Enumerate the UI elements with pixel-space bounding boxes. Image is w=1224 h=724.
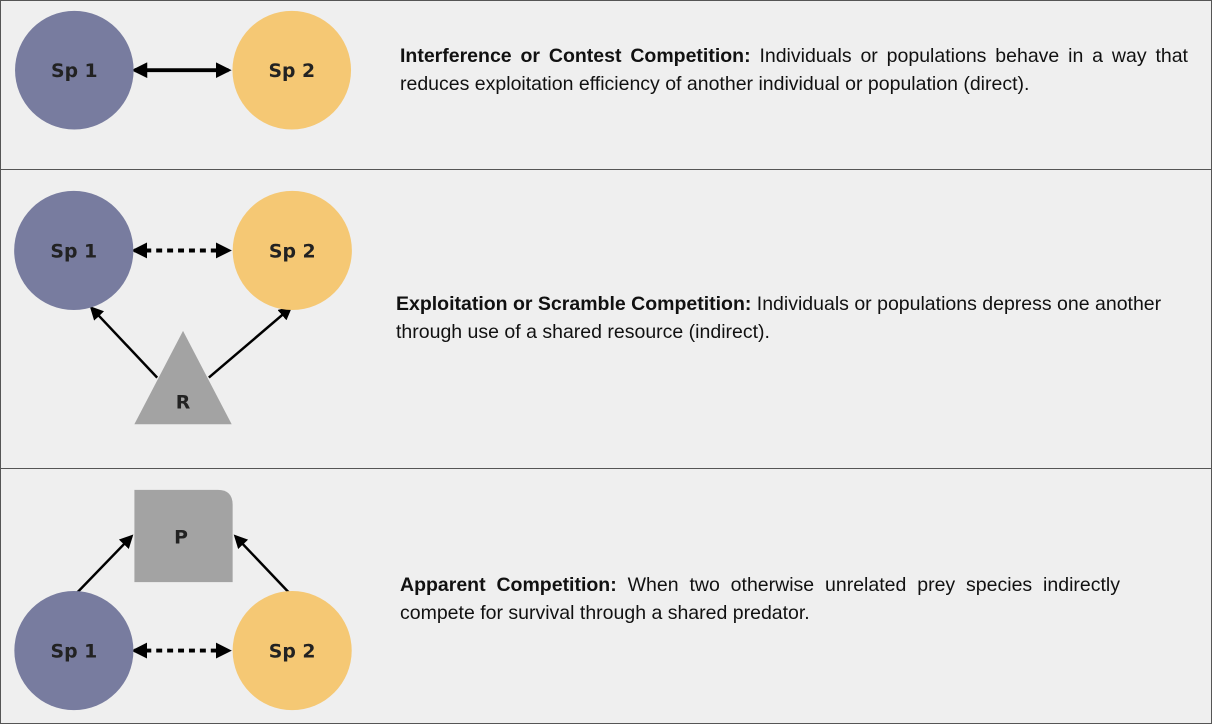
resource-node xyxy=(134,330,232,425)
apparent-body: When two otherwise unrelated prey specie… xyxy=(400,574,1120,624)
species-2-label: Sp 2 xyxy=(269,642,316,663)
species-1-to-predator-arrow xyxy=(72,534,134,597)
species-2-to-predator-arrow xyxy=(233,534,294,597)
predator-label: P xyxy=(174,527,188,548)
interference-diagram: Sp 1 Sp 2 xyxy=(15,10,352,130)
apparent-diagram: Sp 1 Sp 2 P xyxy=(14,489,352,711)
species-1-node xyxy=(14,190,134,311)
species-2-node xyxy=(232,591,352,711)
panel-exploitation-competition: Sp 1 Sp 2 R xyxy=(0,169,1212,469)
interference-description: Interference or Contest Competition: Ind… xyxy=(400,42,1188,98)
resource-label: R xyxy=(176,391,191,413)
species-2-label: Sp 2 xyxy=(268,61,315,82)
species-2-label: Sp 2 xyxy=(269,240,316,262)
apparent-title: Apparent Competition: xyxy=(400,574,628,596)
species-1-node xyxy=(14,591,134,711)
resource-to-species-1-arrow xyxy=(89,306,159,379)
species-1-label: Sp 1 xyxy=(51,61,98,82)
apparent-description: Apparent Competition: When two otherwise… xyxy=(400,571,1120,627)
species-2-node xyxy=(232,10,352,130)
interference-title: Interference or Contest Competition: xyxy=(400,45,760,67)
exploitation-body: Individuals or populations depress one a… xyxy=(396,293,1162,343)
exploitation-diagram: Sp 1 Sp 2 R xyxy=(14,190,352,425)
interference-body: Individuals or populations behave in a w… xyxy=(400,45,1188,95)
resource-to-species-2-arrow xyxy=(208,306,293,379)
panel-apparent-competition: Sp 1 Sp 2 P xyxy=(0,468,1212,724)
species-1-label: Sp 1 xyxy=(50,240,97,262)
panel-interference-competition: Sp 1 Sp 2 xyxy=(0,0,1212,170)
species-1-node xyxy=(15,10,134,130)
exploitation-title: Exploitation or Scramble Competition: xyxy=(396,293,757,315)
predator-node xyxy=(134,489,233,583)
species-2-node xyxy=(232,190,352,311)
species-1-label: Sp 1 xyxy=(51,642,98,663)
exploitation-description: Exploitation or Scramble Competition: In… xyxy=(396,290,1186,346)
